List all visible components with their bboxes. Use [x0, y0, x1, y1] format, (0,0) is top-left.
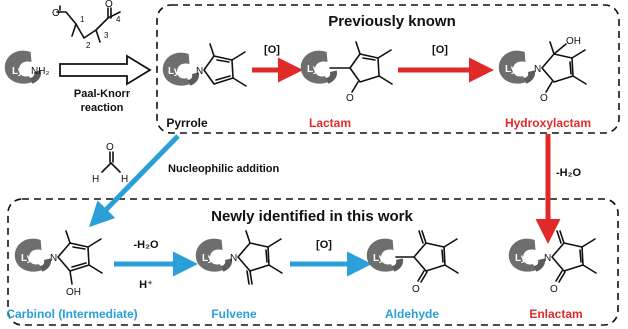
ketone-o-label: O	[105, 0, 113, 10]
position-3-label: 3	[104, 31, 109, 40]
lactam-label: Lactam	[309, 116, 351, 130]
reaction-label: reaction	[81, 102, 124, 114]
carbonyl-o-label: O	[540, 93, 548, 104]
formaldehyde-o-label: O	[106, 142, 114, 153]
lysine-amine: Lys NH₂	[4, 50, 49, 84]
dehydration-label-1: -H₂O	[133, 239, 158, 251]
newly-identified-title: Newly identified in this work	[211, 208, 413, 225]
aldehyde-structure: Lys O	[366, 230, 459, 295]
position-1-label: 1	[80, 15, 85, 24]
pyrrole-structure: Lys N	[162, 43, 247, 87]
lys-label: Lys	[373, 253, 390, 264]
position-2-label: 2	[86, 41, 91, 50]
nh2-label: NH₂	[31, 66, 49, 77]
nucleophilic-addition-label: Nucleophilic addition	[168, 163, 280, 175]
carbonyl-o-label: O	[346, 93, 354, 104]
enlactam-structure: Lys N O	[508, 230, 597, 295]
proton-label: H⁺	[139, 279, 153, 291]
newly-identified-box	[7, 198, 619, 326]
carbonyl-o-label: O	[550, 284, 558, 295]
oxidation-label-2: [O]	[432, 44, 448, 56]
paal-knorr-label: Paal-Knorr	[74, 88, 131, 100]
pyrrole-label: Pyrrole	[166, 116, 208, 130]
previously-known-title: Previously known	[328, 13, 456, 30]
fulvene-label: Fulvene	[211, 307, 257, 321]
nitrogen-label: N	[50, 253, 57, 264]
hydroxylactam-structure: Lys N OH O	[498, 36, 587, 104]
hydroxyl-label: OH	[566, 36, 581, 47]
carbinol-label: Carbinol (Intermediate)	[6, 307, 137, 321]
lys-label: Lys	[515, 253, 532, 264]
oxidation-label-3: [O]	[316, 239, 332, 251]
hydroxylactam-label: Hydroxylactam	[505, 116, 591, 130]
nitrogen-label: N	[544, 253, 551, 264]
nucleophilic-addition-arrow	[89, 134, 180, 228]
dicarbonyl-compound: O O 1 2 3 4	[52, 0, 121, 50]
carbonyl-o-label: O	[412, 284, 420, 295]
nitrogen-label: N	[230, 253, 237, 264]
lys-label: Lys	[21, 253, 38, 264]
lys-label: Lys	[307, 64, 324, 75]
carbinol-structure: Lys N OH	[14, 230, 103, 298]
dehydration-label-2: -H₂O	[556, 167, 581, 179]
lys-label: Lys	[12, 66, 29, 77]
aldehyde-o-label: O	[52, 8, 60, 19]
lactam-structure: Lys O	[300, 41, 393, 104]
lys-label: Lys	[168, 66, 185, 77]
nitrogen-label: N	[196, 66, 203, 77]
aldehyde-label: Aldehyde	[385, 307, 439, 321]
hydroxyl-label: OH	[66, 287, 81, 298]
position-4-label: 4	[116, 15, 121, 24]
lys-label: Lys	[505, 64, 522, 75]
nitrogen-label: N	[534, 64, 541, 75]
previously-known-box	[156, 4, 620, 134]
formaldehyde-h-left: H	[92, 174, 99, 185]
paal-knorr-arrow	[59, 54, 152, 86]
enlactam-label: Enlactam	[529, 307, 582, 321]
formaldehyde-h-right: H	[121, 174, 128, 185]
formaldehyde-structure: O H H	[92, 142, 128, 185]
fulvene-structure: Lys N	[195, 230, 283, 285]
oxidation-label-1: [O]	[264, 44, 280, 56]
lys-label: Lys	[202, 253, 219, 264]
